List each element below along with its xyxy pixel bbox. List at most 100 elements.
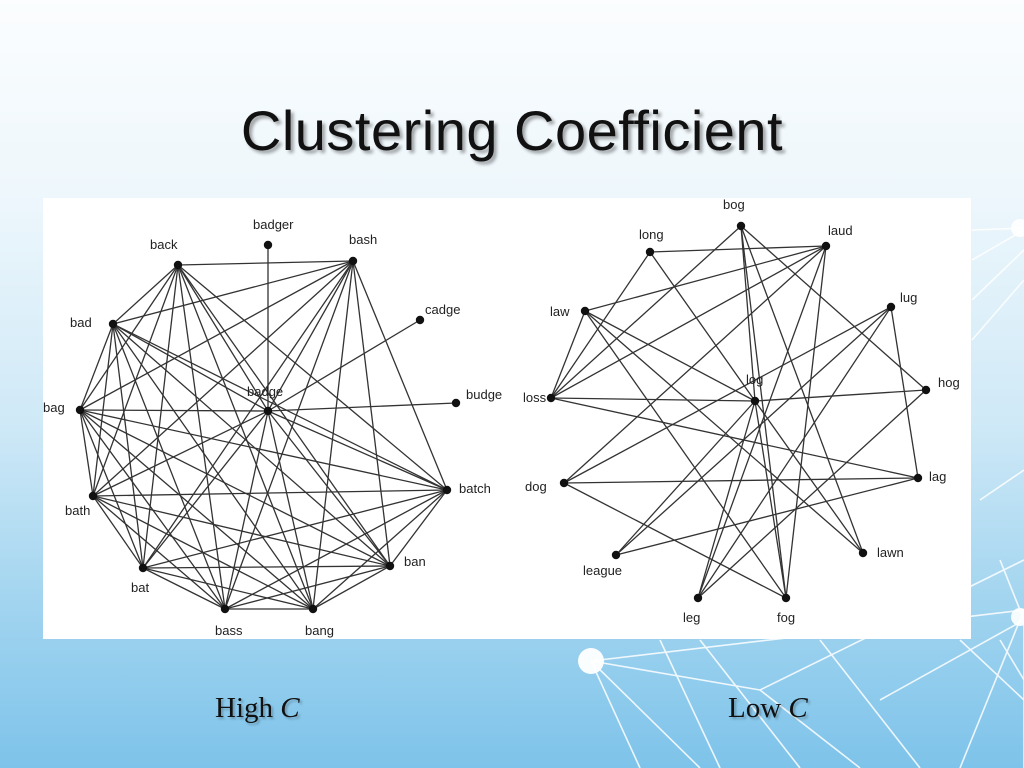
edge-log-lawn <box>754 400 864 554</box>
edge-bat-badge <box>142 410 269 569</box>
node-back <box>173 260 183 270</box>
node-label-lag: lag <box>929 469 946 484</box>
edge-back-ban <box>177 264 391 567</box>
edge-fog-dog <box>563 482 787 599</box>
edge-bag-ban <box>79 409 391 567</box>
edge-law-lawn <box>584 310 864 554</box>
edge-bag-badge <box>79 409 269 412</box>
edge-league-lag <box>615 477 919 556</box>
edge-bash-bad <box>112 260 354 325</box>
node-ban <box>385 561 395 571</box>
node-bang <box>308 604 318 614</box>
edge-back-bad <box>112 264 179 325</box>
caption-low-c: Low C <box>728 692 808 725</box>
edge-law-log <box>584 310 756 402</box>
edge-bad-batch <box>112 323 448 491</box>
node-label-badge: badge <box>247 384 283 399</box>
edge-bash-badge <box>267 260 354 412</box>
edge-log-hog <box>754 389 927 402</box>
edge-laud-fog <box>785 245 827 599</box>
node-bat <box>138 563 148 573</box>
caption-high-symbol: C <box>280 692 300 724</box>
node-label-bad: bad <box>70 315 92 330</box>
edge-log-league <box>615 400 756 556</box>
edge-bass-badge <box>224 410 269 610</box>
edge-bath-batch <box>92 489 448 497</box>
node-law <box>580 306 590 316</box>
edge-long-laud <box>649 245 827 253</box>
node-label-cadge: cadge <box>425 302 460 317</box>
node-badge <box>263 406 273 416</box>
node-label-bang: bang <box>305 623 334 638</box>
edge-lug-league <box>615 306 892 556</box>
edge-bath-bass <box>92 495 226 610</box>
edge-laud-loss <box>550 245 827 399</box>
edge-bath-bat <box>92 495 144 569</box>
node-bath <box>88 491 98 501</box>
edge-bash-bass <box>224 260 354 610</box>
edge-bag-bang <box>79 409 314 610</box>
node-badger <box>263 240 273 250</box>
node-label-league: league <box>583 563 622 578</box>
node-lag <box>913 473 923 483</box>
edge-bash-batch <box>352 260 448 491</box>
edge-back-bat <box>142 264 179 569</box>
node-bag <box>75 405 85 415</box>
edge-bad-bass <box>112 323 226 610</box>
node-label-law: law <box>550 304 570 319</box>
edge-log-loss <box>550 397 756 402</box>
edge-bat-bang <box>142 567 314 610</box>
node-log <box>750 396 760 406</box>
edge-bat-ban <box>142 565 391 569</box>
edge-law-fog <box>584 310 787 599</box>
node-cadge <box>415 315 425 325</box>
node-label-bag: bag <box>43 400 65 415</box>
edge-bash-bag <box>79 260 354 411</box>
node-bad <box>108 319 118 329</box>
node-label-lawn: lawn <box>877 545 904 560</box>
node-label-ban: ban <box>404 554 426 569</box>
edge-bad-bat <box>112 323 144 569</box>
edge-lug-leg <box>697 306 892 599</box>
node-hog <box>921 385 931 395</box>
edge-log-leg <box>697 400 756 599</box>
node-label-fog: fog <box>777 610 795 625</box>
edge-back-batch <box>177 264 448 491</box>
node-budge <box>451 398 461 408</box>
edge-bad-badge <box>112 323 269 412</box>
node-label-budge: budge <box>466 387 502 402</box>
caption-low-text: Low <box>728 692 789 724</box>
edge-ban-badge <box>267 410 391 567</box>
caption-low-symbol: C <box>788 692 808 724</box>
node-label-back: back <box>150 237 178 252</box>
edge-bog-log <box>740 225 756 402</box>
edge-lawn-bog <box>740 225 864 554</box>
edge-bad-bang <box>112 323 314 610</box>
edge-lug-dog <box>563 306 892 484</box>
edge-long-log <box>649 251 756 402</box>
node-label-log: log <box>746 372 763 387</box>
edge-bag-bat <box>79 409 144 569</box>
node-label-loss: loss <box>523 390 547 405</box>
edge-back-bang <box>177 264 314 610</box>
edge-bang-ban <box>312 565 391 610</box>
edge-bash-bat <box>142 260 354 569</box>
node-label-laud: laud <box>828 223 853 238</box>
edge-budge-badge <box>267 402 457 412</box>
edge-bang-batch <box>312 489 448 610</box>
edge-loss-lag <box>550 397 919 479</box>
node-league <box>611 550 621 560</box>
node-dog <box>559 478 569 488</box>
node-bass <box>220 604 230 614</box>
edge-bad-ban <box>112 323 391 567</box>
node-lawn <box>858 548 868 558</box>
edge-bash-ban <box>352 260 391 567</box>
node-laud <box>821 241 831 251</box>
edge-cadge-badge <box>267 319 421 412</box>
edge-law-loss <box>550 310 586 399</box>
edge-bog-hog <box>740 225 927 391</box>
